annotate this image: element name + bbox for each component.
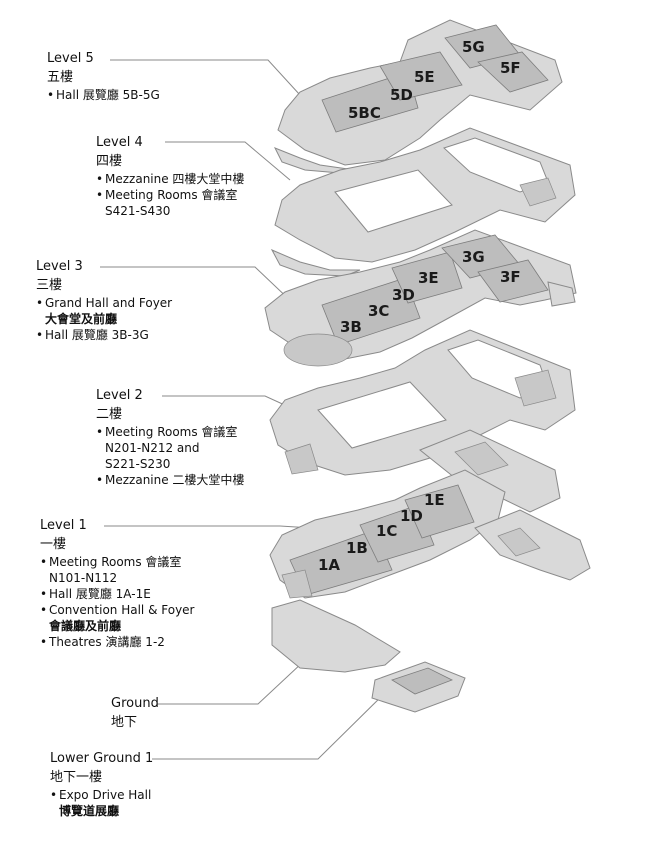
- level3-title-cn: 三樓: [36, 278, 63, 293]
- ground-slab: [271, 599, 401, 673]
- level2-item-2: Mezzanine 二樓大堂中樓: [96, 472, 244, 488]
- level1-item-1-sub: N101-N112: [49, 571, 118, 585]
- legend-level3: Level 3 三樓 Grand Hall and Foyer 大會堂及前廳 H…: [36, 258, 172, 343]
- level4-item-2: Meeting Rooms 會議室: [96, 187, 244, 203]
- level2-core: [514, 369, 557, 407]
- ground-title-cn: 地下: [111, 715, 138, 730]
- hall-label-1c: 1C: [376, 522, 397, 540]
- level1-item-4: Theatres 演講廳 1-2: [40, 634, 194, 650]
- leader-level3: [100, 266, 296, 306]
- level5-title-cn: 五樓: [47, 70, 74, 85]
- hall-label-3f: 3F: [500, 268, 521, 286]
- legend-level5: Level 5 五樓 Hall 展覽廳 5B-5G: [47, 50, 160, 103]
- level4-atrium-void: [334, 169, 453, 233]
- level2-title: Level 2: [96, 388, 143, 403]
- lower-ground-item-1-sub: 博覽道展廳: [59, 804, 120, 818]
- hall-1e-block: [404, 484, 475, 539]
- level1-item-3-sub: 會議廳及前廳: [49, 619, 122, 633]
- level5-item-1: Hall 展覽廳 5B-5G: [47, 87, 160, 103]
- ground-title: Ground: [111, 696, 159, 711]
- level3-annex: [547, 281, 576, 307]
- leader-level4: [165, 141, 291, 181]
- hall-label-5d: 5D: [390, 86, 413, 104]
- legend-lower-ground: Lower Ground 1 地下一樓 Expo Drive Hall 博覽道展…: [50, 750, 153, 819]
- hall-label-1e: 1E: [424, 491, 445, 509]
- level3-item-1: Grand Hall and Foyer: [36, 295, 172, 311]
- level2-atrium-void: [317, 381, 447, 449]
- lower-ground-title: Lower Ground 1: [50, 751, 154, 766]
- level1-item-2: Hall 展覽廳 1A-1E: [40, 586, 194, 602]
- hall-label-1b: 1B: [346, 539, 368, 557]
- level1-title-cn: 一樓: [40, 537, 67, 552]
- lower-ground-floor: [371, 661, 466, 713]
- level3-title: Level 3: [36, 259, 83, 274]
- hall-label-5e: 5E: [414, 68, 435, 86]
- hall-label-3e: 3E: [418, 269, 439, 287]
- level4-core: [519, 177, 557, 207]
- hall-label-5g: 5G: [462, 38, 485, 56]
- hall-label-3c: 3C: [368, 302, 389, 320]
- legend-level4: Level 4 四樓 Mezzanine 四樓大堂中樓 Meeting Room…: [96, 134, 244, 219]
- hall-label-5bc: 5BC: [348, 104, 381, 122]
- hall-label-5f: 5F: [500, 59, 521, 77]
- level3-item-1-sub: 大會堂及前廳: [45, 312, 118, 326]
- level3-floor: 3B 3C 3D 3E 3F 3G: [264, 229, 577, 367]
- ground-floor: [271, 599, 401, 673]
- hall-label-3d: 3D: [392, 286, 415, 304]
- level2-item-1-sub2: S221-S230: [105, 457, 171, 471]
- legend-level2: Level 2 二樓 Meeting Rooms 會議室 N201-N212 a…: [96, 387, 244, 488]
- level4-title-cn: 四樓: [96, 154, 123, 169]
- level5-title: Level 5: [47, 51, 94, 66]
- hall-3bc-block: [321, 277, 421, 346]
- grand-hall-dome: [283, 333, 353, 367]
- level1-floor: 1A 1B 1C 1D 1E: [269, 469, 591, 599]
- convention-hall-block: [281, 569, 313, 599]
- level2-item-1: Meeting Rooms 會議室: [96, 424, 244, 440]
- leader-level5: [110, 59, 301, 96]
- lower-ground-item-1: Expo Drive Hall: [50, 787, 153, 803]
- leader-lines: [100, 59, 391, 760]
- level2-west-block: [284, 443, 319, 475]
- level4-item-2-sub: S421-S430: [105, 204, 171, 218]
- hall-label-3b: 3B: [340, 318, 362, 336]
- hall-label-1d: 1D: [400, 507, 423, 525]
- level2-floor: [269, 329, 576, 513]
- legend-level1: Level 1 一樓 Meeting Rooms 會議室 N101-N112 H…: [40, 517, 194, 650]
- hall-5f-block: [477, 51, 549, 93]
- level4-item-1: Mezzanine 四樓大堂中樓: [96, 171, 244, 187]
- hall-3de-block: [391, 251, 463, 304]
- hall-label-3g: 3G: [462, 248, 485, 266]
- hall-3f-block: [477, 259, 549, 303]
- lower-ground-title-cn: 地下一樓: [50, 770, 103, 785]
- level4-title: Level 4: [96, 135, 143, 150]
- expo-drive-hall-block: [391, 667, 453, 695]
- level1-item-3: Convention Hall & Foyer: [40, 602, 194, 618]
- leader-lower-ground: [152, 687, 391, 760]
- level1-annex-ramp: [497, 527, 541, 557]
- hall-label-1a: 1A: [318, 556, 340, 574]
- hall-5de-block: [379, 51, 463, 101]
- level2-annex-detail: [454, 441, 509, 476]
- level2-title-cn: 二樓: [96, 407, 123, 422]
- level1-title: Level 1: [40, 518, 87, 533]
- level2-item-1-sub: N201-N212 and: [105, 441, 200, 455]
- level3-item-2: Hall 展覽廳 3B-3G: [36, 327, 172, 343]
- level5-floor: 5BC 5D 5E 5F 5G: [273, 19, 563, 174]
- level1-item-1: Meeting Rooms 會議室: [40, 554, 194, 570]
- legend-ground: Ground 地下: [111, 695, 159, 732]
